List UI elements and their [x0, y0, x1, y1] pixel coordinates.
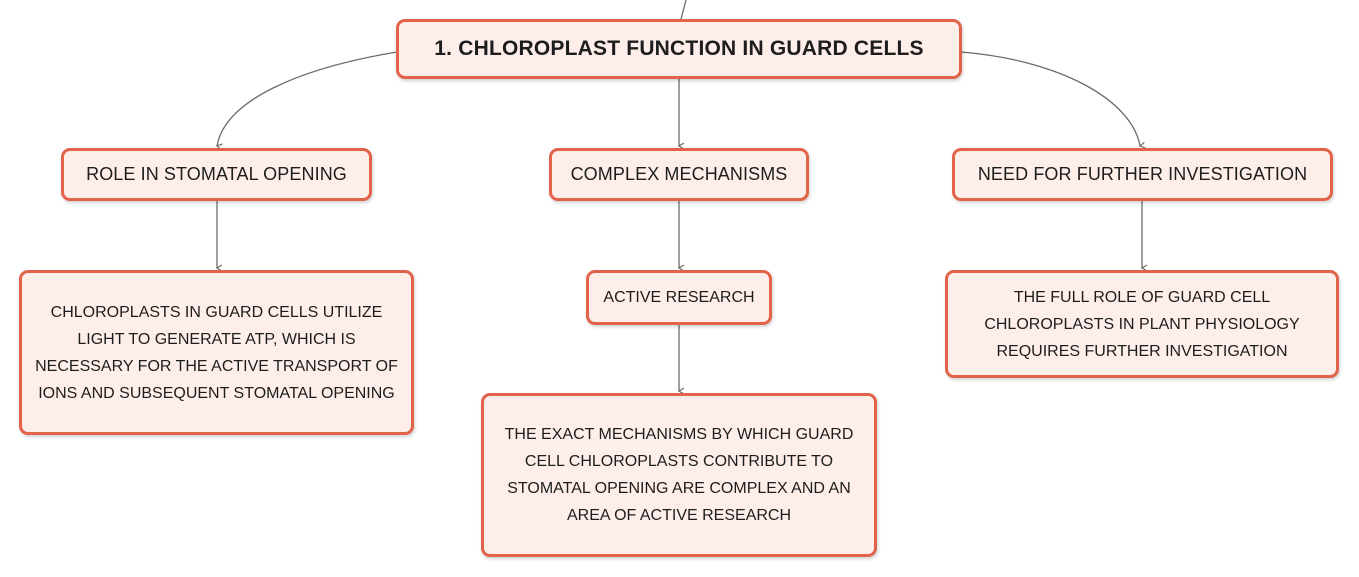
branch-label: ROLE IN STOMATAL OPENING	[86, 164, 347, 184]
detail-text: CHLOROPLASTS IN GUARD CELLS UTILIZE LIGH…	[35, 303, 398, 402]
branch-node-role-in-stomatal-opening[interactable]: ROLE IN STOMATAL OPENING	[61, 148, 372, 201]
branch-label: NEED FOR FURTHER INVESTIGATION	[977, 164, 1308, 184]
root-topic-label: 1. CHLOROPLAST FUNCTION IN GUARD CELLS	[434, 37, 924, 60]
detail-node-need-for-further-investigation[interactable]: THE FULL ROLE OF GUARD CELL CHLOROPLASTS…	[945, 270, 1339, 378]
branch-node-complex-mechanisms[interactable]: COMPLEX MECHANISMS	[549, 148, 809, 201]
sub-node-active-research[interactable]: ACTIVE RESEARCH	[586, 270, 772, 325]
detail-text: THE FULL ROLE OF GUARD CELL CHLOROPLASTS…	[984, 288, 1300, 360]
connector-root-to-investigation	[960, 51, 1146, 149]
root-topic-node[interactable]: 1. CHLOROPLAST FUNCTION IN GUARD CELLS	[396, 19, 962, 79]
connector-parent-to-root	[680, 0, 687, 20]
branch-node-need-for-further-investigation[interactable]: NEED FOR FURTHER INVESTIGATION	[952, 148, 1333, 201]
detail-node-active-research[interactable]: THE EXACT MECHANISMS BY WHICH GUARD CELL…	[481, 393, 877, 557]
sub-node-label: ACTIVE RESEARCH	[603, 288, 755, 306]
branch-label: COMPLEX MECHANISMS	[570, 164, 788, 184]
connector-root-to-role	[215, 51, 398, 151]
detail-node-role-in-stomatal-opening[interactable]: CHLOROPLASTS IN GUARD CELLS UTILIZE LIGH…	[19, 270, 414, 435]
detail-text: THE EXACT MECHANISMS BY WHICH GUARD CELL…	[504, 426, 854, 524]
